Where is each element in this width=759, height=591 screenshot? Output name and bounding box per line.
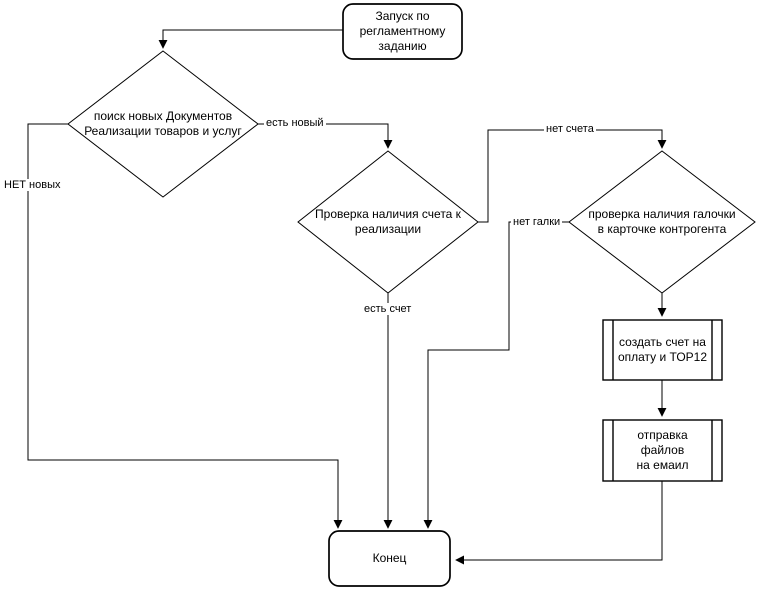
start-terminator-shape — [342, 3, 463, 60]
edge-label-yes-new: есть новый — [264, 117, 326, 130]
search-new-docs-decision-shape — [67, 50, 259, 198]
create-invoice-process-sidebars — [612, 320, 713, 380]
edge-label-no-invoice: нет счета — [544, 123, 596, 136]
send-files-process-sidebars — [612, 420, 713, 481]
edge-search-to-end — [27, 123, 343, 529]
edge-check-invoice-to-check-checkbox — [478, 129, 667, 223]
edge-label-no-check: нет галки — [511, 216, 563, 229]
edge-label-no-new: НЕТ новых — [2, 179, 63, 192]
edge-label-yes-invoice: есть счет — [362, 303, 414, 316]
create-invoice-process-shape — [602, 319, 723, 381]
end-terminator-shape — [328, 530, 451, 587]
edge-send-files-to-end — [455, 481, 663, 565]
send-files-process-shape — [602, 419, 723, 482]
edge-start-to-search — [158, 29, 343, 49]
edge-check-checkbox-to-end — [423, 221, 569, 529]
check-invoice-decision-shape — [297, 150, 479, 294]
check-checkbox-decision-shape — [568, 150, 756, 294]
